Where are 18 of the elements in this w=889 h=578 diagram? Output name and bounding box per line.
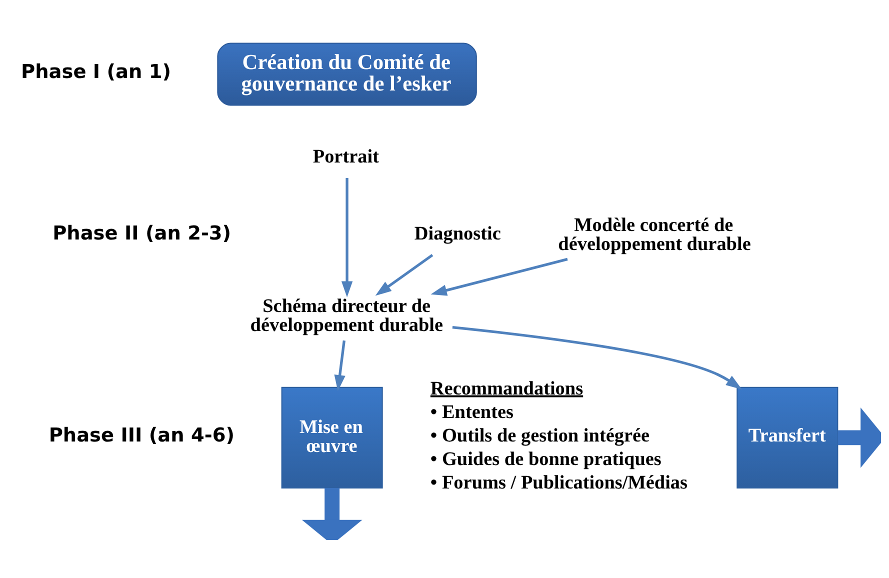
- node-box: Création du Comité de gouvernance de l’esker: [217, 42, 477, 106]
- label: Phase II (an 2-3): [52, 220, 232, 244]
- arrow: [838, 407, 881, 468]
- arrow: [430, 257, 568, 296]
- arrow: [302, 487, 362, 540]
- node-text: Schéma directeur de développement durable: [250, 295, 444, 336]
- node-text: Diagnostic: [414, 222, 501, 244]
- arrow: [341, 177, 353, 297]
- arrow: [334, 340, 346, 391]
- node-box: Transfert: [736, 386, 838, 488]
- node-text: Portrait: [312, 146, 380, 167]
- node-text: Modèle concerté de développement durable: [558, 214, 751, 254]
- node-text: Recommandations • Ententes • Outils de gestion intégrée • Guides de bonne pratiques • Forums / Publications/Médias: [430, 378, 688, 493]
- arrow: [452, 326, 742, 389]
- label: Phase I (an 1): [21, 59, 172, 82]
- label: Phase III (an 4-6): [48, 422, 235, 446]
- node-box: Mise en œuvre: [281, 386, 383, 488]
- arrow: [375, 254, 434, 296]
